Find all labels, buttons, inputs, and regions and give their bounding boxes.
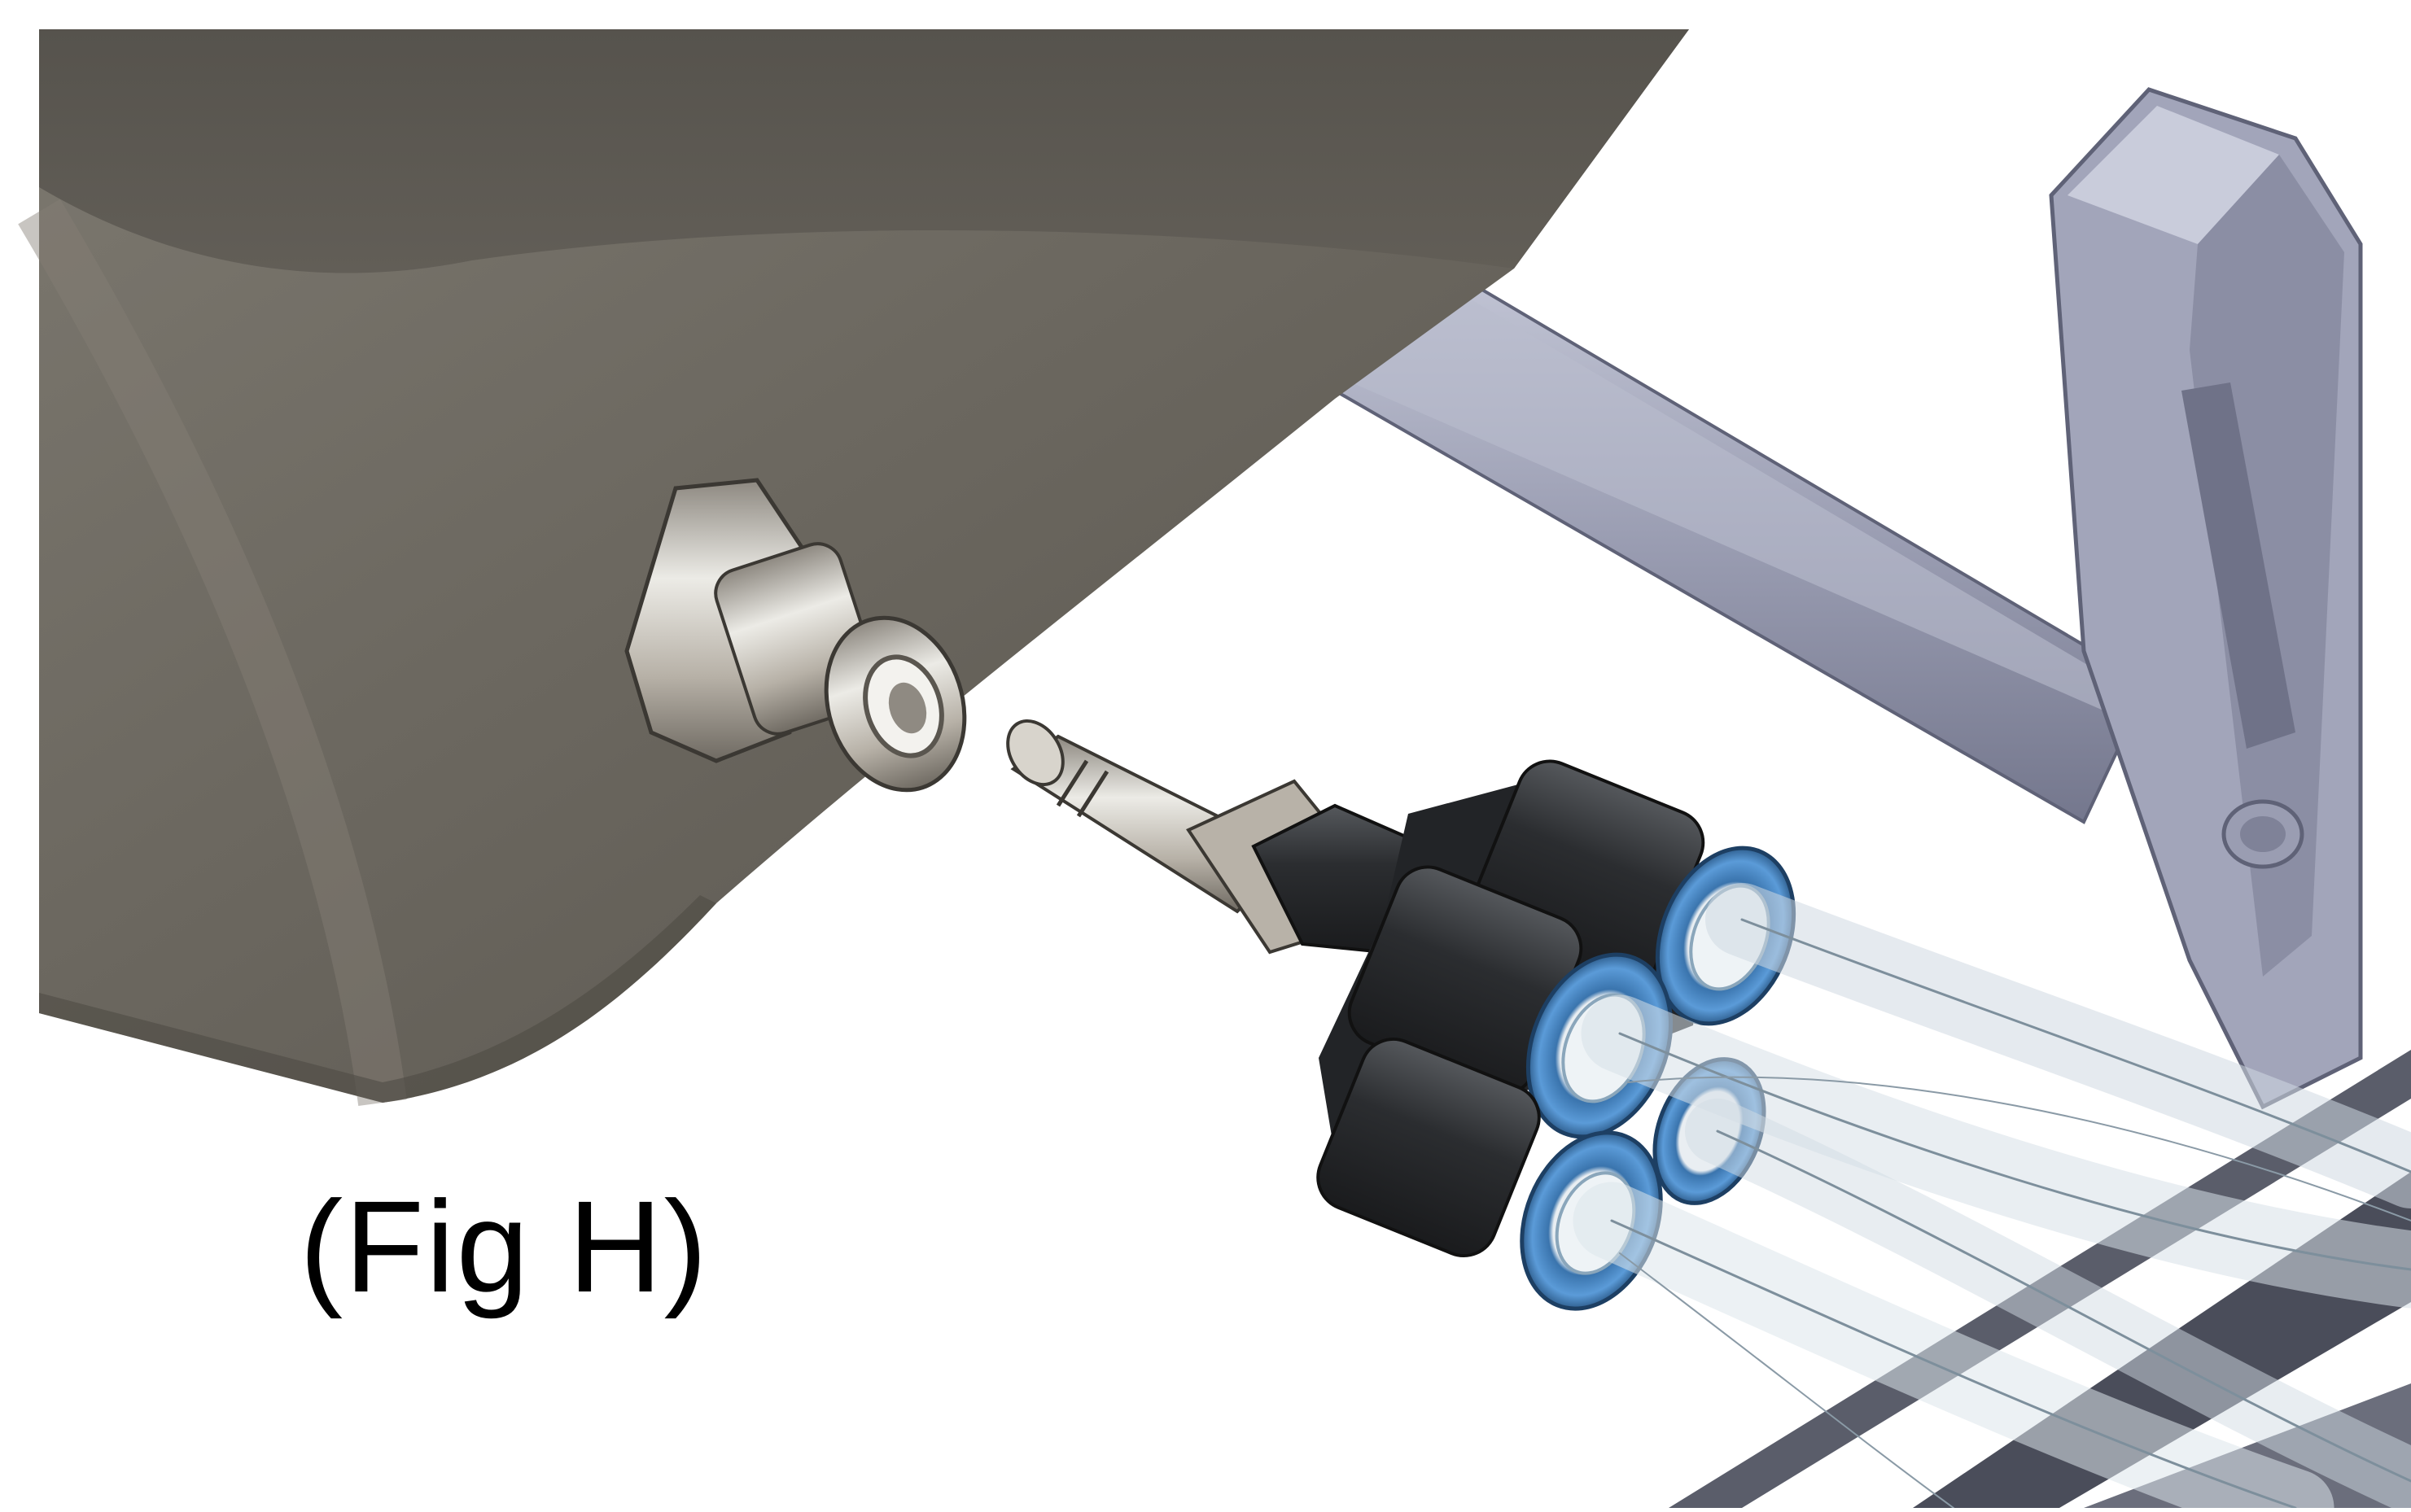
bulkhead-fitting <box>624 478 967 793</box>
air-tubes <box>1573 883 2411 1512</box>
tank-body <box>18 29 1689 1106</box>
figure-caption: (Fig H) <box>300 1173 709 1319</box>
